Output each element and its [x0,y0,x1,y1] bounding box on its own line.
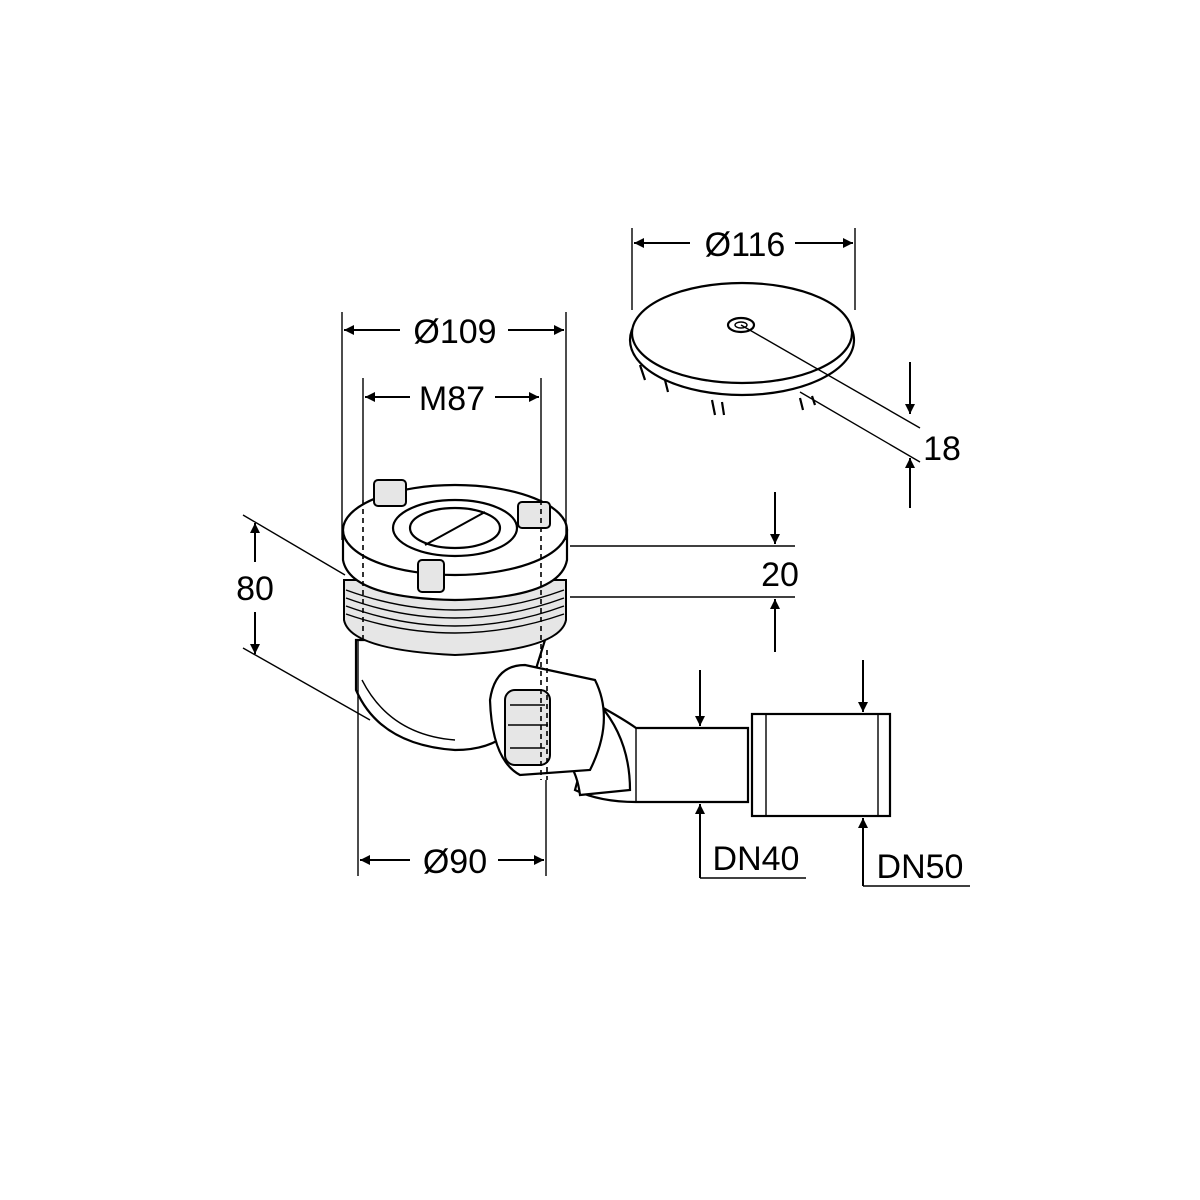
drain-body [341,479,892,818]
label-cover-diameter: Ø116 [705,226,786,264]
label-body-height: 80 [236,570,274,608]
cover-plate [628,281,921,463]
label-outlet-dn40: DN40 [713,840,800,878]
label-cover-height: 18 [923,430,961,468]
label-flange-diameter: Ø109 [413,313,496,351]
dimension-cover-height: 18 [905,362,961,508]
dimension-outlet-dn50: DN50 [858,660,970,887]
dimension-body-diameter: Ø90 [357,640,547,881]
dimension-thread: M87 [362,378,542,500]
label-thread: M87 [419,380,485,418]
dimension-cover-diameter: Ø116 [631,226,856,310]
dimension-outlet-dn40: DN40 [695,670,806,879]
dimension-flange-diameter: Ø109 [341,312,567,540]
dimension-flange-height: 20 [570,492,799,652]
label-outlet-dn50: DN50 [877,848,964,886]
label-body-diameter: Ø90 [423,843,487,881]
dimension-body-height: 80 [236,514,371,721]
label-flange-height: 20 [761,556,799,594]
